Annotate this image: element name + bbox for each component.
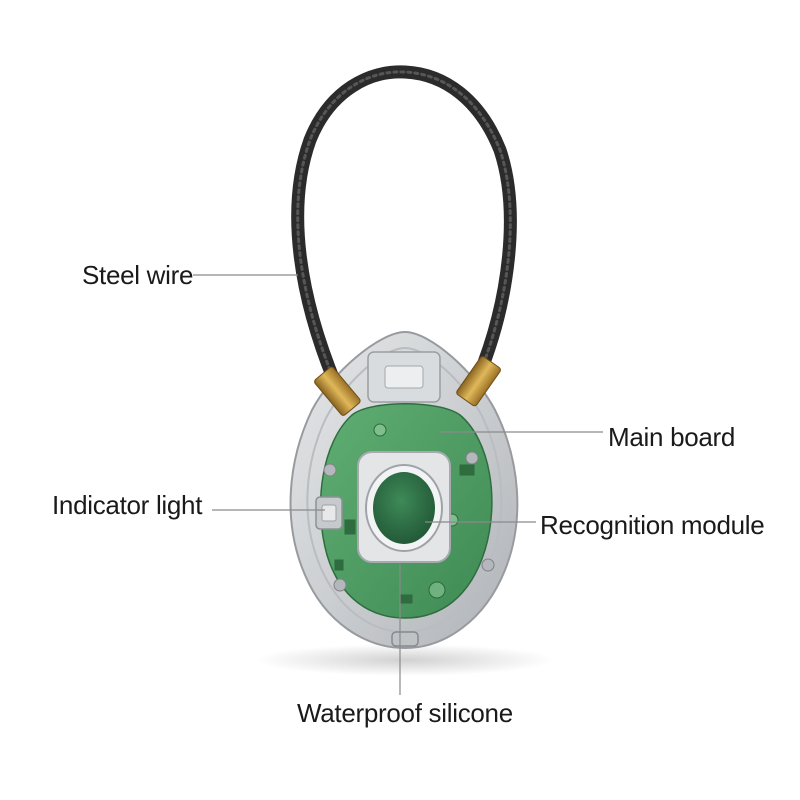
left-ferrule [314, 366, 361, 416]
ground-shadow [255, 644, 555, 676]
case-screws [323, 451, 495, 592]
indicator-light-lens [321, 504, 337, 522]
steel-wire-highlight [296, 70, 512, 392]
leader-lines [193, 274, 603, 695]
label-recognition-module: Recognition module [540, 510, 765, 540]
label-main-board: Main board [608, 422, 736, 452]
right-ferrule [456, 356, 501, 407]
label-steel-wire: Steel wire [82, 260, 194, 290]
latch-slot [384, 365, 424, 389]
recognition-sensor-surface [373, 472, 435, 544]
label-waterproof-silicone: Waterproof silicone [297, 698, 513, 728]
waterproof-silicone-port [391, 631, 419, 647]
label-indicator-light: Indicator light [52, 490, 203, 520]
